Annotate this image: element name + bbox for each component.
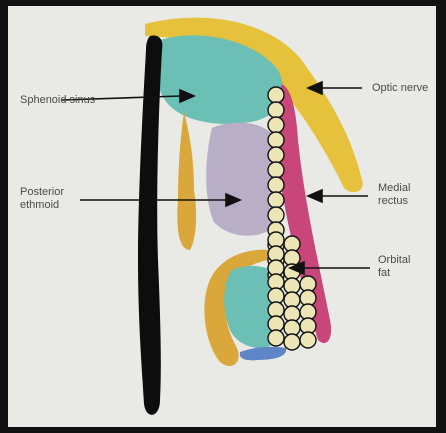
lamina-strand-shape bbox=[177, 112, 196, 250]
rectus-arrow-head bbox=[308, 190, 322, 202]
orbital-floor-shape bbox=[240, 347, 286, 361]
fat-cell bbox=[268, 207, 284, 223]
fat-cell bbox=[268, 162, 284, 178]
fat-cell bbox=[300, 332, 316, 348]
sphenoid-sinus-label: Sphenoid sinus bbox=[20, 94, 95, 107]
fat-cell bbox=[268, 87, 284, 103]
fat-cell bbox=[268, 117, 284, 133]
fat-cell bbox=[268, 177, 284, 193]
optic-nerve-label: Optic nerve bbox=[372, 82, 428, 95]
orbital-fat-label: Orbital fat bbox=[378, 254, 410, 280]
posterior-ethmoid-label: Posterior ethmoid bbox=[20, 186, 64, 212]
medial-rectus-label: Medial rectus bbox=[378, 182, 410, 208]
fat-cell bbox=[284, 334, 300, 350]
nasal-septum-shape bbox=[138, 36, 162, 415]
fat-cell bbox=[268, 102, 284, 118]
fat-cell bbox=[268, 147, 284, 163]
fat-cell bbox=[268, 192, 284, 208]
fat-cell bbox=[268, 330, 284, 346]
fat-cell bbox=[268, 132, 284, 148]
